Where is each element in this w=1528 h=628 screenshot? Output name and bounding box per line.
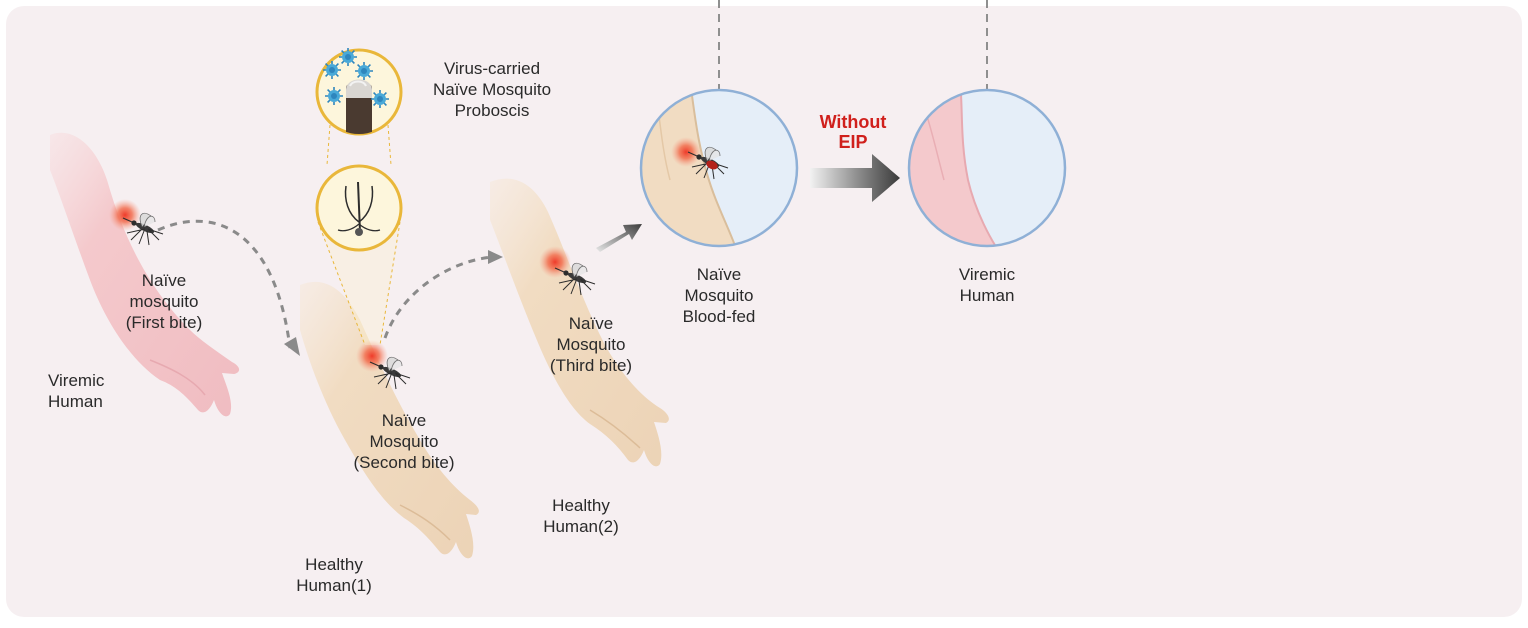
proboscis-label: Virus-carried Naïve Mosquito Proboscis: [433, 58, 551, 121]
healthy-human-1-label: Healthy Human(1): [296, 554, 372, 596]
virus-icon: [339, 48, 357, 66]
label-line: (Third bite): [550, 355, 632, 376]
label-line: Viremic: [48, 370, 104, 391]
label-line: Without: [820, 112, 887, 132]
third-bite-label: Naïve Mosquito (Third bite): [550, 313, 632, 376]
label-line: EIP: [820, 132, 887, 152]
label-line: Human(1): [296, 575, 372, 596]
label-line: Mosquito: [683, 285, 756, 306]
panel-background: [6, 6, 1522, 617]
label-line: Human: [959, 285, 1015, 306]
label-line: Viremic: [959, 264, 1015, 285]
second-bite-label: Naïve Mosquito (Second bite): [353, 410, 454, 473]
viremic-human-end-label: Viremic Human: [959, 264, 1015, 306]
label-line: (Second bite): [353, 452, 454, 473]
label-line: Mosquito: [353, 431, 454, 452]
label-line: Virus-carried: [433, 58, 551, 79]
label-line: Healthy: [296, 554, 372, 575]
virus-icon: [323, 61, 341, 79]
label-line: Naïve: [683, 264, 756, 285]
label-line: mosquito: [126, 291, 203, 312]
viremic-human-label: Viremic Human: [48, 370, 104, 412]
label-line: Healthy: [543, 495, 619, 516]
healthy-human-2-label: Healthy Human(2): [543, 495, 619, 537]
bite-spot-icon: [109, 199, 141, 231]
label-line: Naïve Mosquito: [433, 79, 551, 100]
without-eip-label: Without EIP: [820, 112, 887, 152]
bite-spot-icon: [671, 137, 701, 167]
label-line: Mosquito: [550, 334, 632, 355]
blood-fed-label: Naïve Mosquito Blood-fed: [683, 264, 756, 327]
label-line: Proboscis: [433, 100, 551, 121]
label-line: (First bite): [126, 312, 203, 333]
label-line: Human(2): [543, 516, 619, 537]
virus-icon: [325, 87, 343, 105]
first-bite-label: Naïve mosquito (First bite): [126, 270, 203, 333]
virus-icon: [355, 62, 373, 80]
label-line: Naïve: [353, 410, 454, 431]
label-line: Naïve: [550, 313, 632, 334]
label-line: Human: [48, 391, 104, 412]
label-line: Blood-fed: [683, 306, 756, 327]
virus-icon: [371, 90, 389, 108]
label-line: Naïve: [126, 270, 203, 291]
